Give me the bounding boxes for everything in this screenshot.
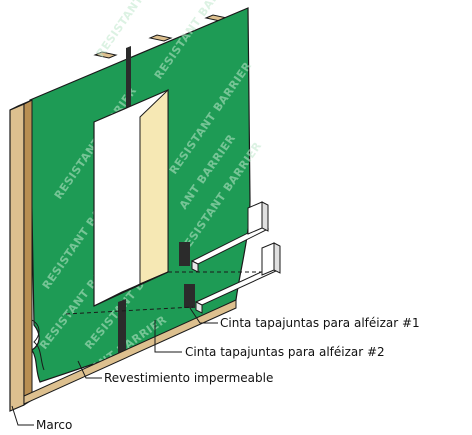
leader-cinta1 bbox=[189, 307, 218, 324]
label-cinta-2: Cinta tapajuntas para alféizar #2 bbox=[185, 345, 385, 359]
label-revestimiento: Revestimiento impermeable bbox=[104, 371, 273, 385]
sill-tape-tab-2 bbox=[184, 284, 195, 308]
leader-revestimiento bbox=[77, 360, 102, 379]
sill-flashing-2 bbox=[194, 242, 281, 314]
leader-marco bbox=[11, 405, 34, 426]
seam-tape-upper bbox=[126, 46, 131, 114]
window-jamb-right bbox=[139, 88, 169, 285]
sill-flashing-1 bbox=[190, 201, 270, 273]
leader-cinta2 bbox=[154, 320, 182, 353]
stud-top bbox=[93, 51, 118, 59]
label-cinta-1: Cinta tapajuntas para alféizar #1 bbox=[220, 316, 420, 330]
watermark-text: RESISTANT bbox=[94, 0, 146, 60]
frame-post-top bbox=[9, 99, 33, 111]
frame-bottom-plate bbox=[23, 299, 237, 405]
alignment-line-2 bbox=[65, 306, 194, 315]
frame-post-front bbox=[9, 103, 25, 412]
label-marco: Marco bbox=[36, 418, 72, 432]
stud-top bbox=[148, 34, 173, 42]
frame-post-side bbox=[23, 99, 33, 406]
barrier-torn-edge bbox=[31, 319, 45, 371]
sill-tape-tab-1 bbox=[179, 242, 190, 266]
seam-tape-lower bbox=[118, 299, 126, 359]
